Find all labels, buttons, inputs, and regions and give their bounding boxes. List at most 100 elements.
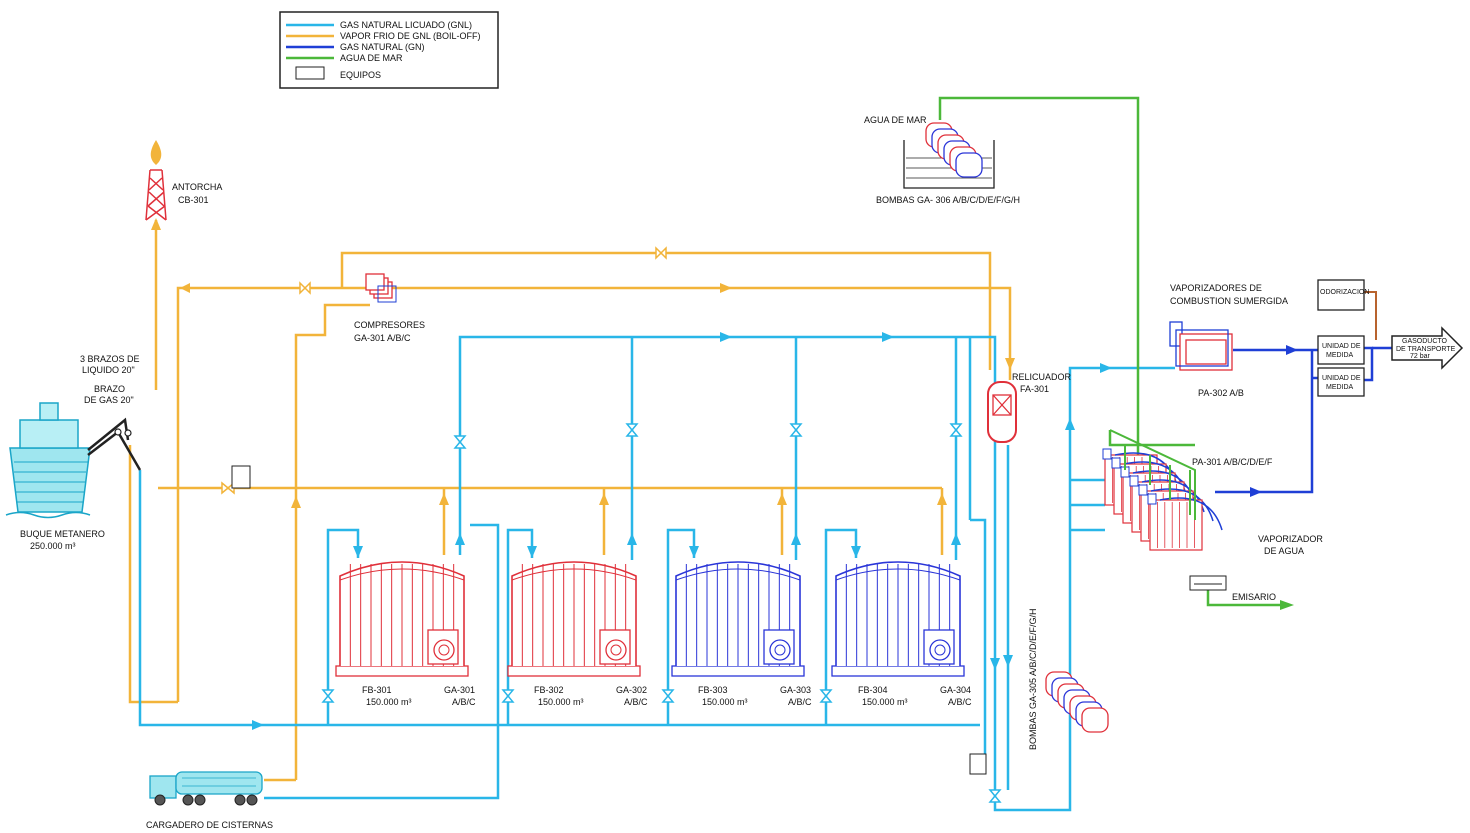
odorant-line (1364, 292, 1376, 340)
bombas-305-label: BOMBAS GA-305 A/B/C/D/E/F/G/H (1028, 608, 1038, 750)
gasoducto-label-1: GASODUCTO (1402, 338, 1448, 345)
boil-off-valves (222, 248, 666, 493)
agua-de-mar-label: AGUA DE MAR (864, 115, 927, 125)
valve-icon (656, 248, 666, 258)
arrow (1003, 655, 1013, 667)
arrow (599, 493, 609, 505)
vap-agua-label-2: DE AGUA (1264, 546, 1304, 556)
orv-header-box (1139, 485, 1147, 495)
boil-off-arrows (151, 218, 1015, 508)
valve-icon (503, 690, 513, 702)
gasoducto-label-2: DE TRANSPORTE (1396, 346, 1456, 353)
relicuador-label-2: FA-301 (1020, 384, 1049, 394)
vap-comb-label-1: VAPORIZADORES DE (1170, 283, 1262, 293)
pump-icon-inner (611, 645, 621, 655)
legend-label-gn: GAS NATURAL (GN) (340, 42, 425, 52)
pump-icon (1082, 708, 1108, 732)
control-valve-actuator (232, 466, 250, 488)
valve-icon (791, 424, 801, 436)
send-out-pumps-icon (1046, 672, 1108, 732)
pa302-label: PA-302 A/B (1198, 388, 1244, 398)
pump-sub: A/B/C (624, 697, 648, 707)
arrow (1280, 600, 1294, 610)
loading-arms-icon (88, 420, 140, 470)
odorizacion-label: ODORIZACION (1320, 289, 1369, 296)
arrow (151, 218, 161, 230)
arrow (851, 546, 861, 558)
tank-capacity: 150.000 m³ (366, 697, 412, 707)
pump-icon (956, 153, 982, 177)
valve-icon (455, 436, 465, 448)
arrow (937, 493, 947, 505)
relicuador-label-1: RELICUADOR (1012, 372, 1072, 382)
valve-icon (627, 424, 637, 436)
legend-label-agua-mar: AGUA DE MAR (340, 53, 403, 63)
compresores-label-2: GA-301 A/B/C (354, 333, 411, 343)
flame-icon (151, 140, 162, 165)
arrow (951, 533, 961, 545)
legend-label-boil-off: VAPOR FRIO DE GNL (BOIL-OFF) (340, 31, 481, 41)
unidad-medida-1b: MEDIDA (1326, 352, 1354, 359)
arrow (990, 658, 1000, 670)
pump-name: GA-302 (616, 685, 647, 695)
pump-icon-inner (775, 645, 785, 655)
pa301-label: PA-301 A/B/C/D/E/F (1192, 457, 1273, 467)
orv-header-box (1130, 476, 1138, 486)
unidad-medida-2b: MEDIDA (1326, 384, 1354, 391)
arrow (252, 720, 264, 730)
arrow (720, 283, 732, 293)
pump-sub: A/B/C (788, 697, 812, 707)
compresores-label-1: COMPRESORES (354, 320, 425, 330)
antorcha-label: ANTORCHA (172, 182, 222, 192)
scv-icon (1170, 322, 1232, 370)
boil-off-bypass (342, 253, 990, 370)
brazo-gas-label-2: DE GAS 20" (84, 395, 134, 405)
brazos-liquido-label-2: LIQUIDO 20" (82, 365, 135, 375)
legend: GAS NATURAL LICUADO (GNL) VAPOR FRIO DE … (280, 12, 498, 88)
valve-icon (990, 790, 1000, 802)
gas-arm-return (130, 445, 178, 702)
buque-label-2: 250.000 m³ (30, 541, 76, 551)
arrow (777, 493, 787, 505)
arrow (527, 546, 537, 558)
pump-sub: A/B/C (452, 697, 476, 707)
tank-name: FB-302 (534, 685, 564, 695)
arrow (180, 283, 190, 293)
relicuador-icon (988, 382, 1016, 442)
orv-header-box (1148, 494, 1156, 504)
arrow (1286, 345, 1298, 355)
tank-base (508, 666, 640, 676)
pump-icon-inner (439, 645, 449, 655)
orv-icon (1103, 430, 1222, 550)
arrow (1065, 418, 1075, 430)
gn-arrows (1250, 345, 1298, 497)
tank-base (672, 666, 804, 676)
legend-label-equipos: EQUIPOS (340, 70, 381, 80)
pump-sub: A/B/C (948, 697, 972, 707)
metering-unit-1 (1318, 336, 1364, 364)
pump-name: GA-304 (940, 685, 971, 695)
orv-header-box (1112, 458, 1120, 468)
brazos-liquido-label-1: 3 BRAZOS DE (80, 354, 140, 364)
pump-icon-inner (935, 645, 945, 655)
arrow (1100, 363, 1112, 373)
arrow (791, 533, 801, 545)
gn-lines (1215, 348, 1392, 492)
arrow (1250, 487, 1262, 497)
valve-icon (663, 690, 673, 702)
buque-label-1: BUQUE METANERO (20, 529, 105, 539)
pump-name: GA-303 (780, 685, 811, 695)
arrow (439, 493, 449, 505)
sea-water-pumps-icon (926, 123, 982, 177)
emisario-pit-icon (1190, 576, 1226, 590)
tanker-truck-icon (150, 772, 262, 805)
metering-unit-2 (1318, 368, 1364, 396)
valve-icon (951, 424, 961, 436)
tank-capacity: 150.000 m³ (538, 697, 584, 707)
flare-stack (146, 140, 166, 220)
tank-base (832, 666, 964, 676)
tank-capacity: 150.000 m³ (702, 697, 748, 707)
